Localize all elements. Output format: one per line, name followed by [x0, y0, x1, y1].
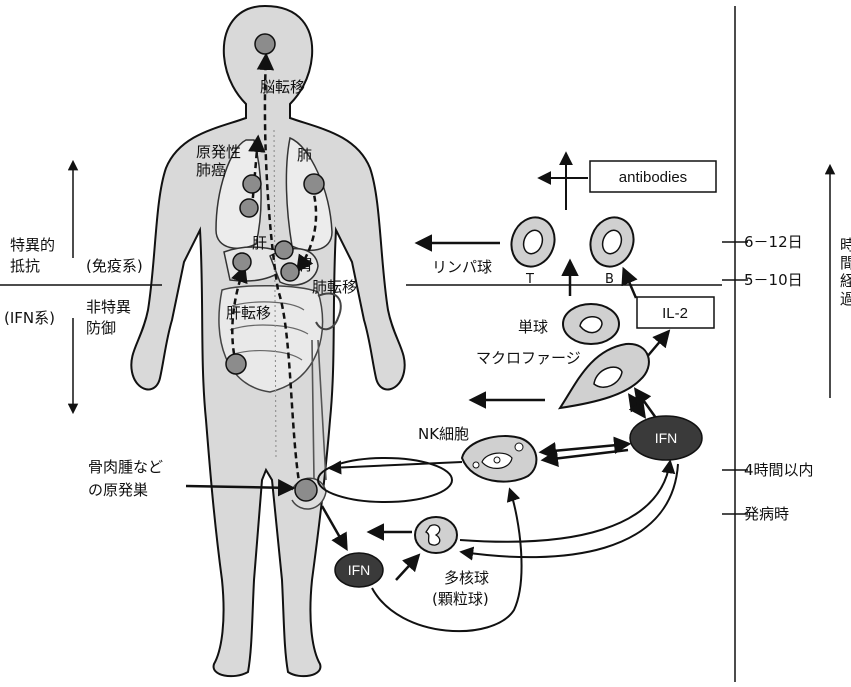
label-specific-2: 抵抗	[10, 257, 40, 275]
label-nonspecific-1: 非特異	[86, 298, 131, 316]
label-immune-system: (免疫系)	[86, 257, 143, 275]
b-activation-arrow	[624, 270, 636, 298]
label-lung: 肺	[297, 146, 312, 164]
timeline-label-4: 発病時	[744, 505, 789, 523]
ifn-lower-label: IFN	[348, 562, 371, 578]
label-primary-lung-cancer-2: 肺癌	[196, 161, 226, 179]
liver-spot-1	[275, 241, 293, 259]
il2-arrow	[646, 332, 668, 358]
il2-label: IL-2	[662, 305, 688, 322]
label-monocyte: 単球	[518, 318, 548, 336]
antibodies-label: antibodies	[619, 169, 687, 186]
liver-metastasis-spot	[226, 354, 246, 374]
time-axis-char-3: 経	[840, 272, 851, 290]
label-polymorph-1: 多核球	[444, 569, 489, 587]
nk-cell	[462, 436, 536, 482]
time-axis-char-1: 時	[840, 236, 851, 254]
label-macrophage: マクロファージ	[476, 349, 581, 367]
label-primary-site-1: 骨肉腫など	[88, 458, 163, 476]
ifn-upper-label: IFN	[655, 430, 678, 446]
timeline-label-2: 5－10日	[744, 271, 803, 289]
t-cell-label: T	[525, 272, 534, 287]
timeline: 6－12日 5－10日 4時間以内 発病時 時 間 経 過	[722, 6, 851, 682]
label-liver-metastasis: 肝転移	[226, 304, 271, 322]
label-nk-cell: NK細胞	[418, 425, 469, 443]
nk-attack-arrow	[330, 462, 462, 468]
time-axis-char-2: 間	[840, 254, 851, 272]
monocyte	[563, 304, 619, 344]
ifn-upper: IFN	[630, 416, 702, 460]
timeline-label-1: 6－12日	[744, 233, 803, 251]
tumor-ifn-arrow	[322, 506, 346, 548]
timeline-label-3: 4時間以内	[744, 461, 814, 479]
t-cell: T	[505, 211, 562, 287]
ifn-lower: IFN	[335, 553, 383, 587]
ifn-polymorph-arrow	[396, 556, 418, 580]
label-liver: 肝	[252, 234, 267, 252]
label-nonspecific-2: 防御	[86, 319, 116, 337]
time-axis-char-4: 過	[840, 290, 851, 308]
liver-spot-2	[233, 253, 251, 271]
label-ifn-system: (IFN系)	[4, 309, 55, 327]
primary-site-spot	[295, 479, 317, 501]
b-cell-label: B	[605, 272, 614, 287]
label-specific-1: 特異的	[10, 236, 55, 254]
ifn-nk-curve	[372, 490, 522, 631]
label-polymorph-2: (顆粒球)	[432, 590, 489, 608]
stomach-spot	[281, 263, 299, 281]
label-lymphocyte: リンパ球	[432, 258, 492, 276]
label-stomach: 胃	[298, 256, 313, 274]
antibodies-group: antibodies	[540, 154, 716, 210]
label-brain-metastasis: 脳転移	[260, 78, 305, 96]
primary-lung-spot	[243, 175, 261, 193]
polymorph-cell	[415, 517, 457, 553]
label-primary-lung-cancer-1: 原発性	[196, 143, 241, 161]
b-cell: B	[584, 211, 641, 287]
ifn-macrophage-arrow	[636, 390, 656, 418]
lung-spot-2	[240, 199, 258, 217]
label-lung-metastasis: 肺転移	[312, 278, 357, 296]
label-primary-site-2: の原発巣	[88, 481, 148, 499]
brain-metastasis-spot	[255, 34, 275, 54]
lung-metastasis-spot	[304, 174, 324, 194]
